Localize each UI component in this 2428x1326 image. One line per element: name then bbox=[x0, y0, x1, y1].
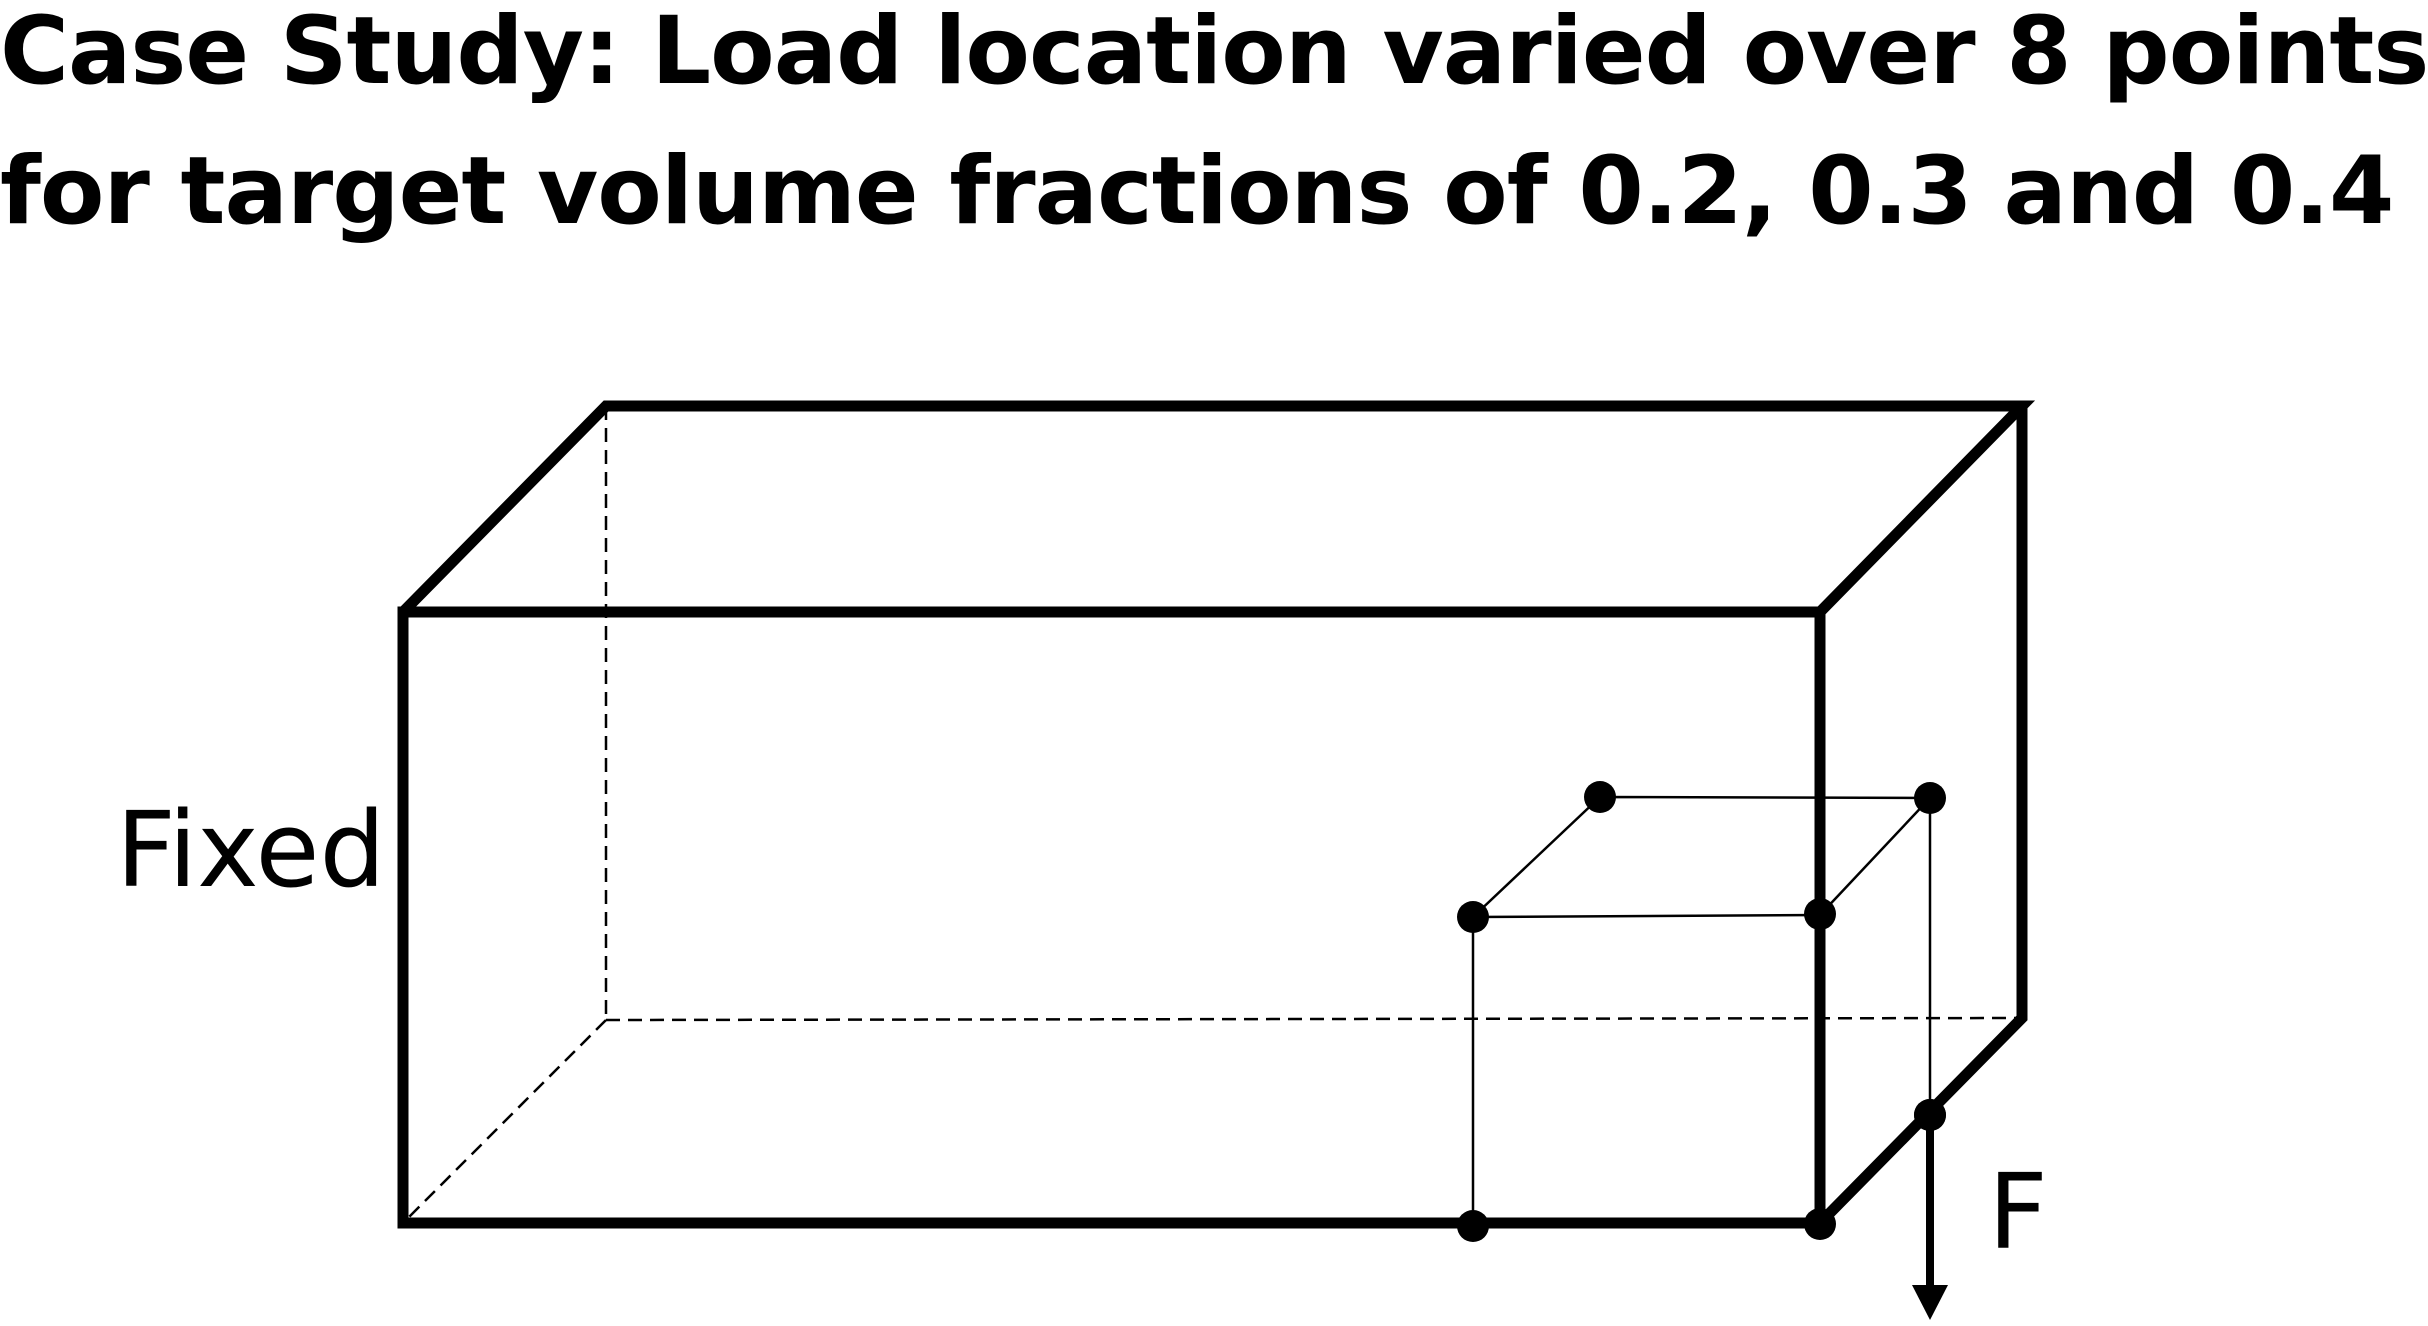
hidden-edge-back-bottom bbox=[605, 1016, 2023, 1022]
title-line-2: for target volume fractions of 0.2, 0.3 … bbox=[0, 137, 2394, 246]
hidden-edge-bottom-diagonal bbox=[402, 1019, 607, 1224]
load-point bbox=[1804, 1208, 1836, 1240]
title-line-1: Case Study: Load location varied over 8 … bbox=[0, 0, 2428, 106]
fixed-label: Fixed bbox=[116, 789, 386, 911]
load-points bbox=[1457, 781, 1946, 1242]
load-point bbox=[1584, 781, 1616, 813]
page-title: Case Study: Load location varied over 8 … bbox=[0, 0, 2428, 262]
load-region-wireframe bbox=[1471, 795, 1933, 1225]
force-arrow-head bbox=[1912, 1285, 1948, 1320]
force-arrow bbox=[1912, 1115, 1948, 1320]
hidden-edges bbox=[402, 406, 2023, 1224]
load-region-front-rect bbox=[1471, 913, 1822, 1225]
beam-top-face-edges bbox=[399, 400, 2036, 616]
beam-diagram: Fixed F bbox=[116, 400, 2048, 1320]
load-point bbox=[1804, 898, 1836, 930]
load-region-top-rect bbox=[1472, 795, 1933, 918]
beam-side-face-edges bbox=[1816, 406, 2028, 1227]
load-point bbox=[1457, 1210, 1489, 1242]
force-label: F bbox=[1988, 1151, 2048, 1273]
beam-front-face bbox=[397, 606, 1826, 1229]
beam-outline bbox=[397, 400, 2036, 1229]
load-point bbox=[1457, 901, 1489, 933]
load-point bbox=[1914, 782, 1946, 814]
